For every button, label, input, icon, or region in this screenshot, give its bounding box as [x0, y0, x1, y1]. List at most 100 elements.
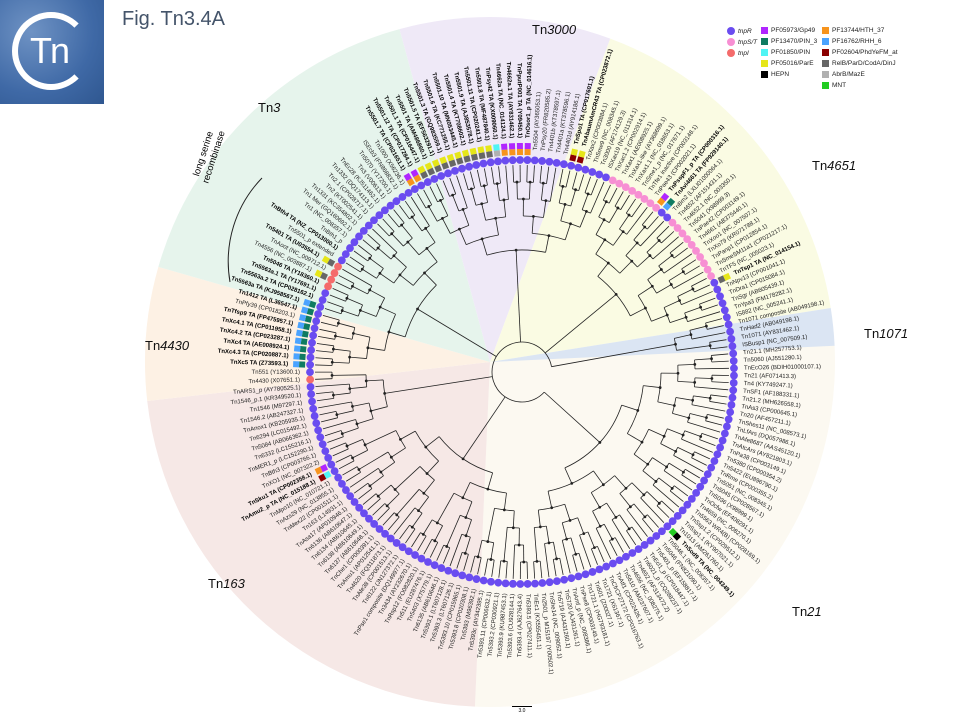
branch: [657, 401, 675, 406]
branch: [417, 308, 497, 357]
branch: [335, 281, 352, 290]
branch: [539, 561, 543, 579]
branch: [335, 335, 353, 340]
domain-marker-icon: [299, 345, 307, 353]
clade-label-tn21: Tn21: [792, 604, 822, 619]
domain-marker-icon: [470, 153, 479, 161]
resolvase-dot-icon: [424, 558, 432, 566]
branch: [652, 484, 680, 508]
branch: [391, 233, 404, 247]
resolvase-dot-icon: [355, 232, 363, 241]
branch: [711, 381, 729, 384]
resolvase-dot-icon: [724, 415, 733, 424]
resolvase-dot-icon: [321, 447, 330, 456]
legend-item: RelB/ParD/CodA/DinJ: [822, 60, 896, 67]
branch: [399, 205, 410, 220]
branch: [423, 539, 433, 555]
resolvase-dot-icon: [430, 561, 439, 570]
branch: [652, 236, 679, 260]
branch: [463, 554, 469, 571]
resolvase-dot-icon: [531, 579, 539, 588]
resolvase-dot-icon: [451, 569, 460, 578]
branch: [442, 547, 451, 564]
resolvase-dot-icon: [622, 552, 630, 561]
branch: [559, 169, 564, 186]
domain-marker-icon: [486, 150, 493, 158]
resolvase-dot-icon: [668, 218, 677, 227]
branch: [691, 278, 707, 287]
branch: [631, 482, 645, 496]
branch: [691, 332, 726, 340]
leaf-label: Tn5393.4 (AJ627643.4): [517, 594, 524, 657]
resolvase-dot-icon: [718, 436, 727, 445]
branch: [564, 467, 573, 484]
legend-label: PF05016/ParE: [771, 60, 814, 67]
leaf-label: TnSF1 (AF188331.1): [743, 389, 800, 400]
branch: [621, 404, 638, 411]
clade-number: 3: [273, 100, 281, 115]
branch: [646, 240, 660, 253]
resolvase-dot-icon: [342, 486, 350, 494]
branch: [648, 428, 665, 437]
legend-swatch-icon: [822, 38, 829, 45]
branch: [353, 250, 369, 262]
branch: [694, 377, 712, 379]
branch: [399, 524, 410, 540]
resolvase-dot-icon: [560, 575, 569, 584]
branch: [676, 345, 711, 351]
resolvase-dot-icon: [516, 156, 524, 164]
branch: [353, 333, 371, 338]
branch: [669, 490, 684, 502]
legend-item: PF02604/PhdYeFM_at: [822, 49, 898, 56]
resolvase-dot-icon: [364, 221, 373, 230]
branch: [656, 225, 670, 239]
branch: [561, 540, 571, 574]
legend-item: AbrB/MazE: [822, 71, 865, 78]
resolvase-dot-icon: [410, 185, 419, 193]
domain-marker-icon: [294, 337, 302, 345]
domain-marker-icon: [299, 361, 306, 368]
legend-swatch-icon: [822, 27, 829, 34]
branch: [377, 247, 392, 260]
branch: [484, 558, 489, 576]
branch: [619, 260, 633, 274]
branch: [619, 514, 630, 530]
branch: [394, 466, 421, 490]
branch: [614, 475, 627, 489]
branch: [598, 201, 607, 218]
branch: [459, 228, 467, 245]
branch: [590, 548, 598, 565]
resolvase-dot-icon: [615, 556, 624, 565]
branch: [677, 446, 694, 456]
branch: [346, 297, 363, 306]
resolvase-dot-icon: [588, 168, 597, 176]
branch: [709, 401, 727, 405]
leaf-label: TnXc5 TA (Z73593.1): [230, 360, 288, 368]
branch: [319, 411, 337, 416]
domain-marker-icon: [666, 197, 676, 207]
domain-marker-icon: [656, 197, 666, 206]
scale-bar: 3.0: [512, 706, 532, 714]
domain-marker-icon: [314, 269, 323, 278]
legend-label: tnpI: [738, 49, 749, 57]
branch: [498, 560, 502, 578]
branch: [411, 532, 421, 548]
branch: [456, 552, 463, 569]
clade-prefix: Tn: [145, 338, 161, 353]
branch: [358, 244, 373, 256]
branch: [643, 385, 661, 388]
resolvase-dot-icon: [713, 450, 722, 459]
resolvase-dot-icon: [602, 173, 610, 182]
branch: [498, 166, 501, 184]
leaf-label: Tn4662a.1 TA (AY831462.1): [505, 62, 514, 139]
branch: [377, 507, 390, 521]
clade-label-tn4651: Tn4651: [812, 158, 856, 173]
branch: [593, 470, 604, 485]
branch: [322, 314, 340, 321]
branch: [711, 353, 729, 356]
domain-marker-icon: [320, 464, 329, 473]
domain-marker-icon: [576, 156, 585, 164]
domain-marker-icon: [300, 306, 309, 314]
branch: [673, 247, 688, 259]
resolvase-dot-icon: [552, 158, 561, 167]
